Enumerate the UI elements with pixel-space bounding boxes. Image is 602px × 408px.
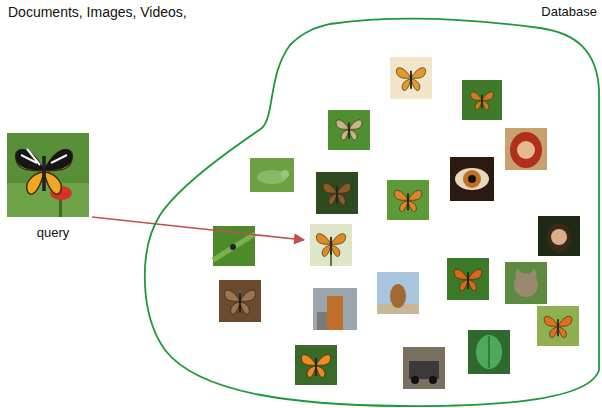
- photo-ground: [462, 80, 502, 120]
- photo-ground: [538, 216, 580, 256]
- leaf: [476, 335, 502, 369]
- photo-ground: [505, 262, 547, 304]
- butterfly: [316, 234, 345, 257]
- eye-white: [455, 168, 489, 190]
- hair: [510, 132, 542, 168]
- lizard-head: [281, 170, 289, 178]
- butterfly: [323, 183, 351, 204]
- photo-ground: [390, 57, 432, 99]
- thumbnail: [468, 330, 510, 374]
- butterfly: [301, 355, 330, 378]
- wing-stripe: [21, 149, 67, 165]
- database-outline: [145, 19, 599, 406]
- thumbnail: [250, 158, 294, 192]
- photo-ground: [7, 183, 89, 217]
- photo-ground: [295, 345, 337, 385]
- thumbnail: [377, 272, 419, 314]
- face: [517, 141, 535, 159]
- cat-ears: [515, 268, 537, 278]
- query-arrow: [92, 217, 304, 240]
- thumbnail: [505, 262, 547, 304]
- thumbnail: [390, 57, 432, 99]
- butterfly: [394, 190, 422, 211]
- photo-ground: [328, 110, 370, 150]
- photo-ground: [377, 272, 419, 314]
- region-title: Database: [541, 4, 597, 19]
- thumbnail: [310, 224, 352, 266]
- butterfly: [471, 92, 494, 110]
- ladybug: [230, 244, 236, 250]
- photo-ground: [250, 158, 294, 192]
- hair: [547, 223, 571, 253]
- photo-ground: [505, 128, 547, 170]
- butterfly: [396, 68, 425, 91]
- iris: [463, 170, 481, 188]
- photo-ground: [447, 258, 489, 300]
- leaf: [213, 234, 255, 260]
- database-region: Database: [130, 0, 602, 408]
- thumbnail: [538, 216, 580, 256]
- thumbnail: [505, 128, 547, 170]
- heading-label: Documents, Images, Videos,: [8, 4, 187, 20]
- image-caption: query: [7, 225, 99, 240]
- photo-ground: [537, 306, 579, 346]
- thumbnail: [313, 288, 357, 330]
- squirrel: [390, 284, 406, 308]
- face: [551, 229, 567, 245]
- wheel: [429, 376, 437, 384]
- database-outline: [130, 0, 602, 408]
- thumbnail: [537, 306, 579, 346]
- thumbnail: [447, 258, 489, 300]
- pupil: [468, 175, 476, 183]
- building: [327, 296, 343, 330]
- thumbnail: [295, 345, 337, 385]
- photo-ground: [7, 133, 89, 217]
- butterfly: [336, 120, 362, 140]
- thumbnail: [462, 80, 502, 120]
- thumbnail: [328, 110, 370, 150]
- leaf-vein: [488, 336, 490, 368]
- photo-ground: [219, 280, 261, 322]
- thumbnail: [387, 180, 429, 220]
- photo-ground: [450, 157, 494, 201]
- photo-ground: [387, 180, 429, 220]
- photo-ground: [313, 288, 357, 330]
- thumbnail: [316, 172, 358, 214]
- thumbnail: [219, 280, 261, 322]
- query-image: [7, 133, 89, 217]
- photo-ground: [403, 347, 445, 389]
- moth: [225, 290, 256, 314]
- thumbnail: [403, 347, 445, 389]
- photo-ground: [310, 224, 352, 266]
- photo-ground: [468, 330, 510, 374]
- photo-ground: [316, 172, 358, 214]
- query-image-node: query: [7, 133, 99, 240]
- butterfly: [454, 269, 482, 290]
- wheel: [411, 376, 419, 384]
- building: [317, 312, 327, 330]
- thumbnail: [450, 157, 494, 201]
- butterfly: [544, 316, 572, 337]
